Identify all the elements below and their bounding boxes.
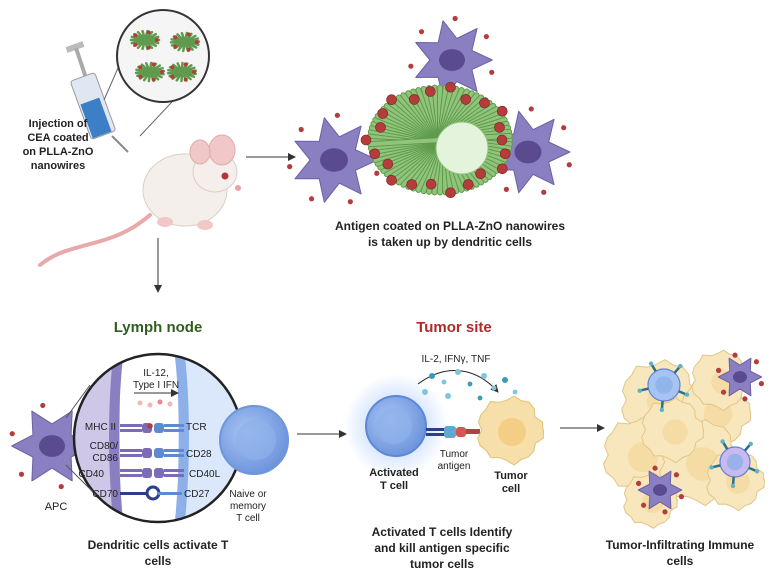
apc-zoom-line-bottom <box>65 464 97 496</box>
cd40l-label: CD40L <box>189 469 221 480</box>
activated-label-1: Activated <box>369 467 419 479</box>
tcr-label: TCR <box>186 422 207 433</box>
tumor-antigen-label-1: Tumor <box>440 449 469 460</box>
tumor-cell <box>477 395 545 466</box>
tcr-antigen-complex <box>426 426 480 438</box>
apc-label: APC <box>45 501 68 513</box>
til-caption-1: Tumor-Infiltrating Immune <box>606 538 755 552</box>
injection-caption-3: on PLLA-ZnO <box>23 146 94 158</box>
apc-zoom-line-top <box>65 384 91 419</box>
naive-label-2: memory <box>230 501 266 512</box>
cd70-label: CD70 <box>92 489 118 500</box>
cytokine-ifn-label: Type I IFN <box>133 380 179 391</box>
activated-label-2: T cell <box>380 480 408 492</box>
uptake-caption-2: is taken up by dendritic cells <box>368 235 532 249</box>
tumor-cell-label-1: Tumor <box>494 470 528 482</box>
naive-label-1: Naive or <box>229 489 267 500</box>
til-caption-2: cells <box>667 554 694 568</box>
tumor-antigen-label-2: antigen <box>438 461 471 472</box>
uptake-caption-1: Antigen coated on PLLA-ZnO nanowires <box>335 219 565 233</box>
naive-t-cell <box>219 405 289 475</box>
injection-caption-4: nanowires <box>31 160 85 172</box>
kill-caption-3: tumor cells <box>410 557 474 571</box>
mhc-label: MHC II <box>85 422 116 433</box>
apc-cell <box>9 402 95 490</box>
cd80-label-1: CD80/ <box>90 441 119 452</box>
syringe-icon <box>65 41 129 153</box>
lymph-node-title: Lymph node <box>114 319 203 336</box>
cd28-label: CD28 <box>186 449 212 460</box>
dc-caption-2: cells <box>145 554 172 568</box>
mouse-icon <box>38 134 241 267</box>
nanowire-cluster <box>360 81 513 199</box>
cytokine-il12-label: IL-12, <box>143 368 169 379</box>
injection-caption-1: Injection of <box>29 118 88 130</box>
injection-caption-2: CEA coated <box>27 132 88 144</box>
nanowire-zoom-bubble <box>103 9 210 137</box>
tumor-cell-label-2: cell <box>502 483 520 495</box>
cytokines-right-label: IL-2, IFNγ, TNF <box>422 354 491 365</box>
naive-label-3: T cell <box>236 513 260 524</box>
cytokine-dots-left <box>137 399 173 408</box>
kill-caption-1: Activated T cells Identify <box>372 525 513 539</box>
cytokine-dots-right <box>422 369 518 401</box>
tumor-site-title: Tumor site <box>416 319 492 336</box>
dendritic-cell-cluster <box>287 15 572 205</box>
dc-caption-1: Dendritic cells activate T <box>88 538 229 552</box>
activated-t-cell <box>365 395 427 457</box>
cd27-label: CD27 <box>184 489 210 500</box>
tumor-infiltrating-cluster <box>603 349 765 530</box>
kill-caption-2: and kill antigen specific <box>374 541 510 555</box>
cd40-label: CD40 <box>78 469 104 480</box>
cd80-label-2: CD86 <box>92 453 118 464</box>
